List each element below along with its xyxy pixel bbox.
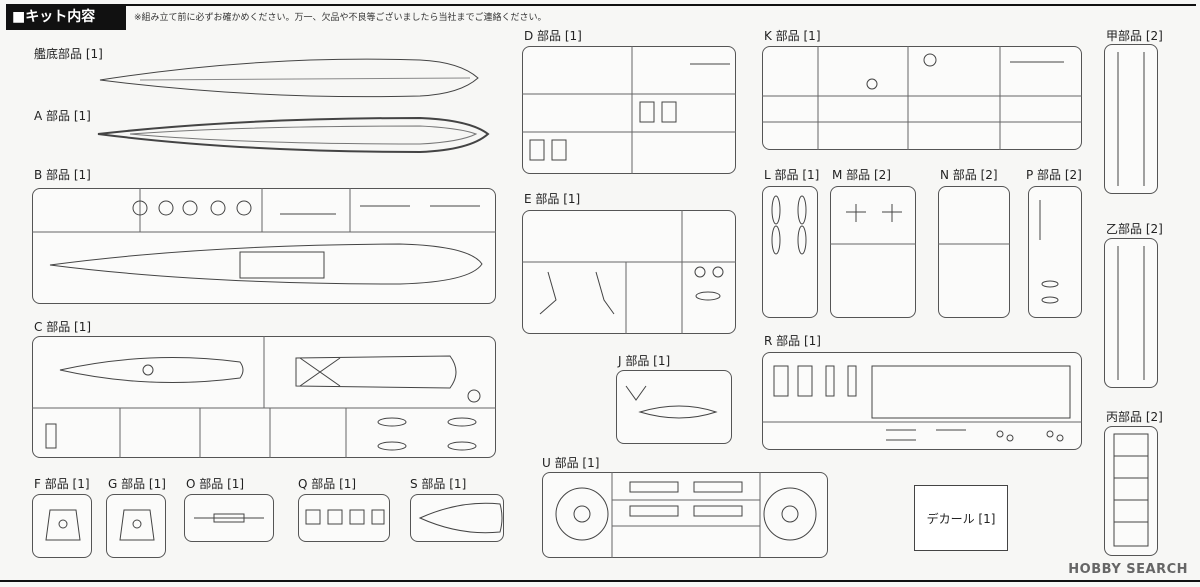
sprue-n xyxy=(938,186,1010,318)
sprue-m xyxy=(830,186,916,318)
a-hull-part xyxy=(97,116,490,154)
label-hei-parts: 丙部品 [2] xyxy=(1106,410,1163,424)
label-s-parts: S 部品 [1] xyxy=(410,477,467,491)
label-d-parts: D 部品 [1] xyxy=(524,29,582,43)
c-deck-fore xyxy=(59,357,244,383)
sprue-r xyxy=(762,352,1082,450)
c-deck-aft xyxy=(295,355,457,389)
label-n-parts: N 部品 [2] xyxy=(940,168,998,182)
sprue-d xyxy=(522,46,736,174)
section-title: ■キット内容 xyxy=(6,4,126,30)
sprue-l xyxy=(762,186,818,318)
sprue-kou xyxy=(1104,44,1158,194)
b-deck-part xyxy=(49,243,483,285)
header-rule xyxy=(126,4,1196,6)
label-q-parts: Q 部品 [1] xyxy=(298,477,357,491)
decal-label: デカール [1] xyxy=(926,511,996,526)
label-e-parts: E 部品 [1] xyxy=(524,192,581,206)
sprue-g xyxy=(106,494,166,558)
label-r-parts: R 部品 [1] xyxy=(764,334,821,348)
sprue-hei xyxy=(1104,426,1158,556)
sprue-q xyxy=(298,494,390,542)
sprue-otsu xyxy=(1104,238,1158,388)
label-p-parts: P 部品 [2] xyxy=(1026,168,1082,182)
label-kou-parts: 甲部品 [2] xyxy=(1106,29,1163,43)
label-u-parts: U 部品 [1] xyxy=(542,456,600,470)
header-note: ※組み立て前に必ずお確かめください。万一、欠品や不良等ございましたら当社までご連… xyxy=(134,13,547,23)
bottom-rule xyxy=(0,580,1200,582)
label-o-parts: O 部品 [1] xyxy=(186,477,245,491)
label-otsu-parts: 乙部品 [2] xyxy=(1106,222,1163,236)
sprue-f xyxy=(32,494,92,558)
label-l-parts: L 部品 [1] xyxy=(764,168,820,182)
sprue-p xyxy=(1028,186,1082,318)
sprue-k xyxy=(762,46,1082,150)
sprue-j xyxy=(616,370,732,444)
kit-contents-header: ■キット内容 ※組み立て前に必ずお確かめください。万一、欠品や不良等ございました… xyxy=(6,4,1196,30)
u-disc-left xyxy=(555,487,609,541)
label-b-parts: B 部品 [1] xyxy=(34,168,91,182)
label-f-parts: F 部品 [1] xyxy=(34,477,90,491)
label-a-parts: A 部品 [1] xyxy=(34,109,91,123)
label-hull-parts: 艦底部品 [1] xyxy=(34,47,103,61)
label-m-parts: M 部品 [2] xyxy=(832,168,891,182)
hull-bottom-part xyxy=(99,58,479,98)
watermark-logo: HOBBY SEARCH xyxy=(1068,562,1188,577)
decal-box: デカール [1] xyxy=(914,485,1008,551)
label-k-parts: K 部品 [1] xyxy=(764,29,821,43)
sprue-b xyxy=(32,188,496,304)
sprue-e xyxy=(522,210,736,334)
label-j-parts: J 部品 [1] xyxy=(618,354,671,368)
s-bow-deck xyxy=(418,502,503,534)
label-c-parts: C 部品 [1] xyxy=(34,320,92,334)
j-bridge-part xyxy=(638,405,718,419)
sprue-s xyxy=(410,494,504,542)
u-disc-right xyxy=(763,487,817,541)
label-g-parts: G 部品 [1] xyxy=(108,477,166,491)
